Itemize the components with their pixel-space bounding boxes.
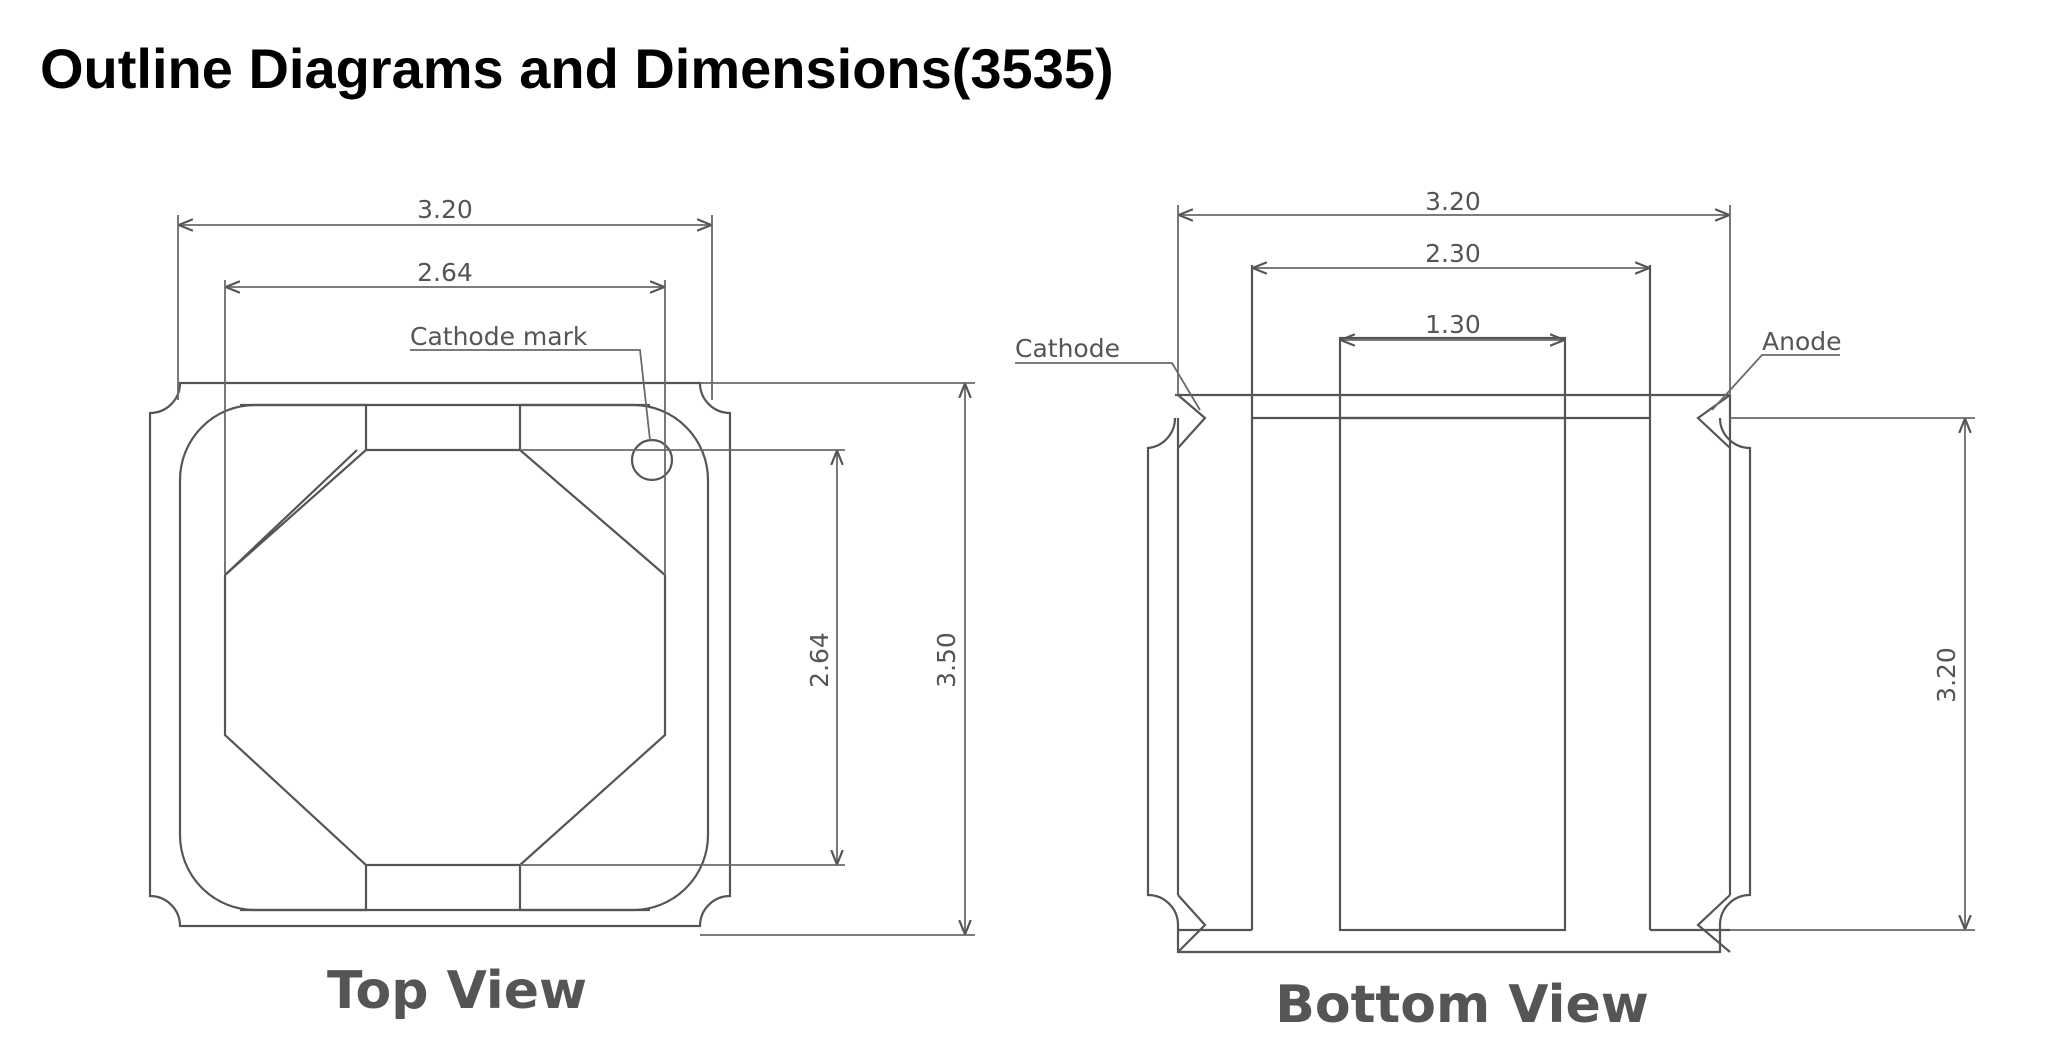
bottom-dim-width-outer: 3.20 — [1425, 187, 1481, 216]
top-electrode-left — [240, 403, 368, 450]
bottom-thermal-pad — [1338, 336, 1567, 932]
bottom-package-outline — [1146, 417, 1752, 954]
bottom-anode-label: Anode — [1762, 327, 1842, 356]
bottom-view-caption: Bottom View — [1275, 975, 1649, 1035]
top-view: 3.20 2.64 Cathode mark 2.64 3.50 Top Vie… — [148, 195, 975, 1021]
bottom-dim-width-pad: 1.30 — [1425, 310, 1481, 339]
top-lens-outline — [178, 403, 710, 912]
cathode-mark-label: Cathode mark — [410, 322, 588, 351]
bottom-dim-width-mid: 2.30 — [1425, 239, 1481, 268]
bottom-dim-height: 3.20 — [1932, 647, 1961, 703]
bottom-cathode-label: Cathode — [1015, 334, 1120, 363]
bottom-view: 3.20 2.30 1.30 Cathode Anode 3.20 Bottom… — [1015, 187, 1975, 1035]
page-title: Outline Diagrams and Dimensions(3535) — [40, 37, 1114, 100]
cathode-mark-circle — [630, 438, 674, 482]
top-view-caption: Top View — [327, 961, 587, 1021]
top-dim-width-inner: 2.64 — [417, 258, 473, 287]
top-electrode-right — [518, 403, 650, 450]
top-dim-height-inner: 2.64 — [805, 632, 834, 688]
top-electrode-left-bottom — [240, 865, 368, 912]
top-electrode-right-bottom — [518, 865, 650, 912]
top-dim-height-outer: 3.50 — [932, 632, 961, 688]
top-package-outline — [148, 381, 732, 928]
top-dim-width-outer: 3.20 — [417, 195, 473, 224]
